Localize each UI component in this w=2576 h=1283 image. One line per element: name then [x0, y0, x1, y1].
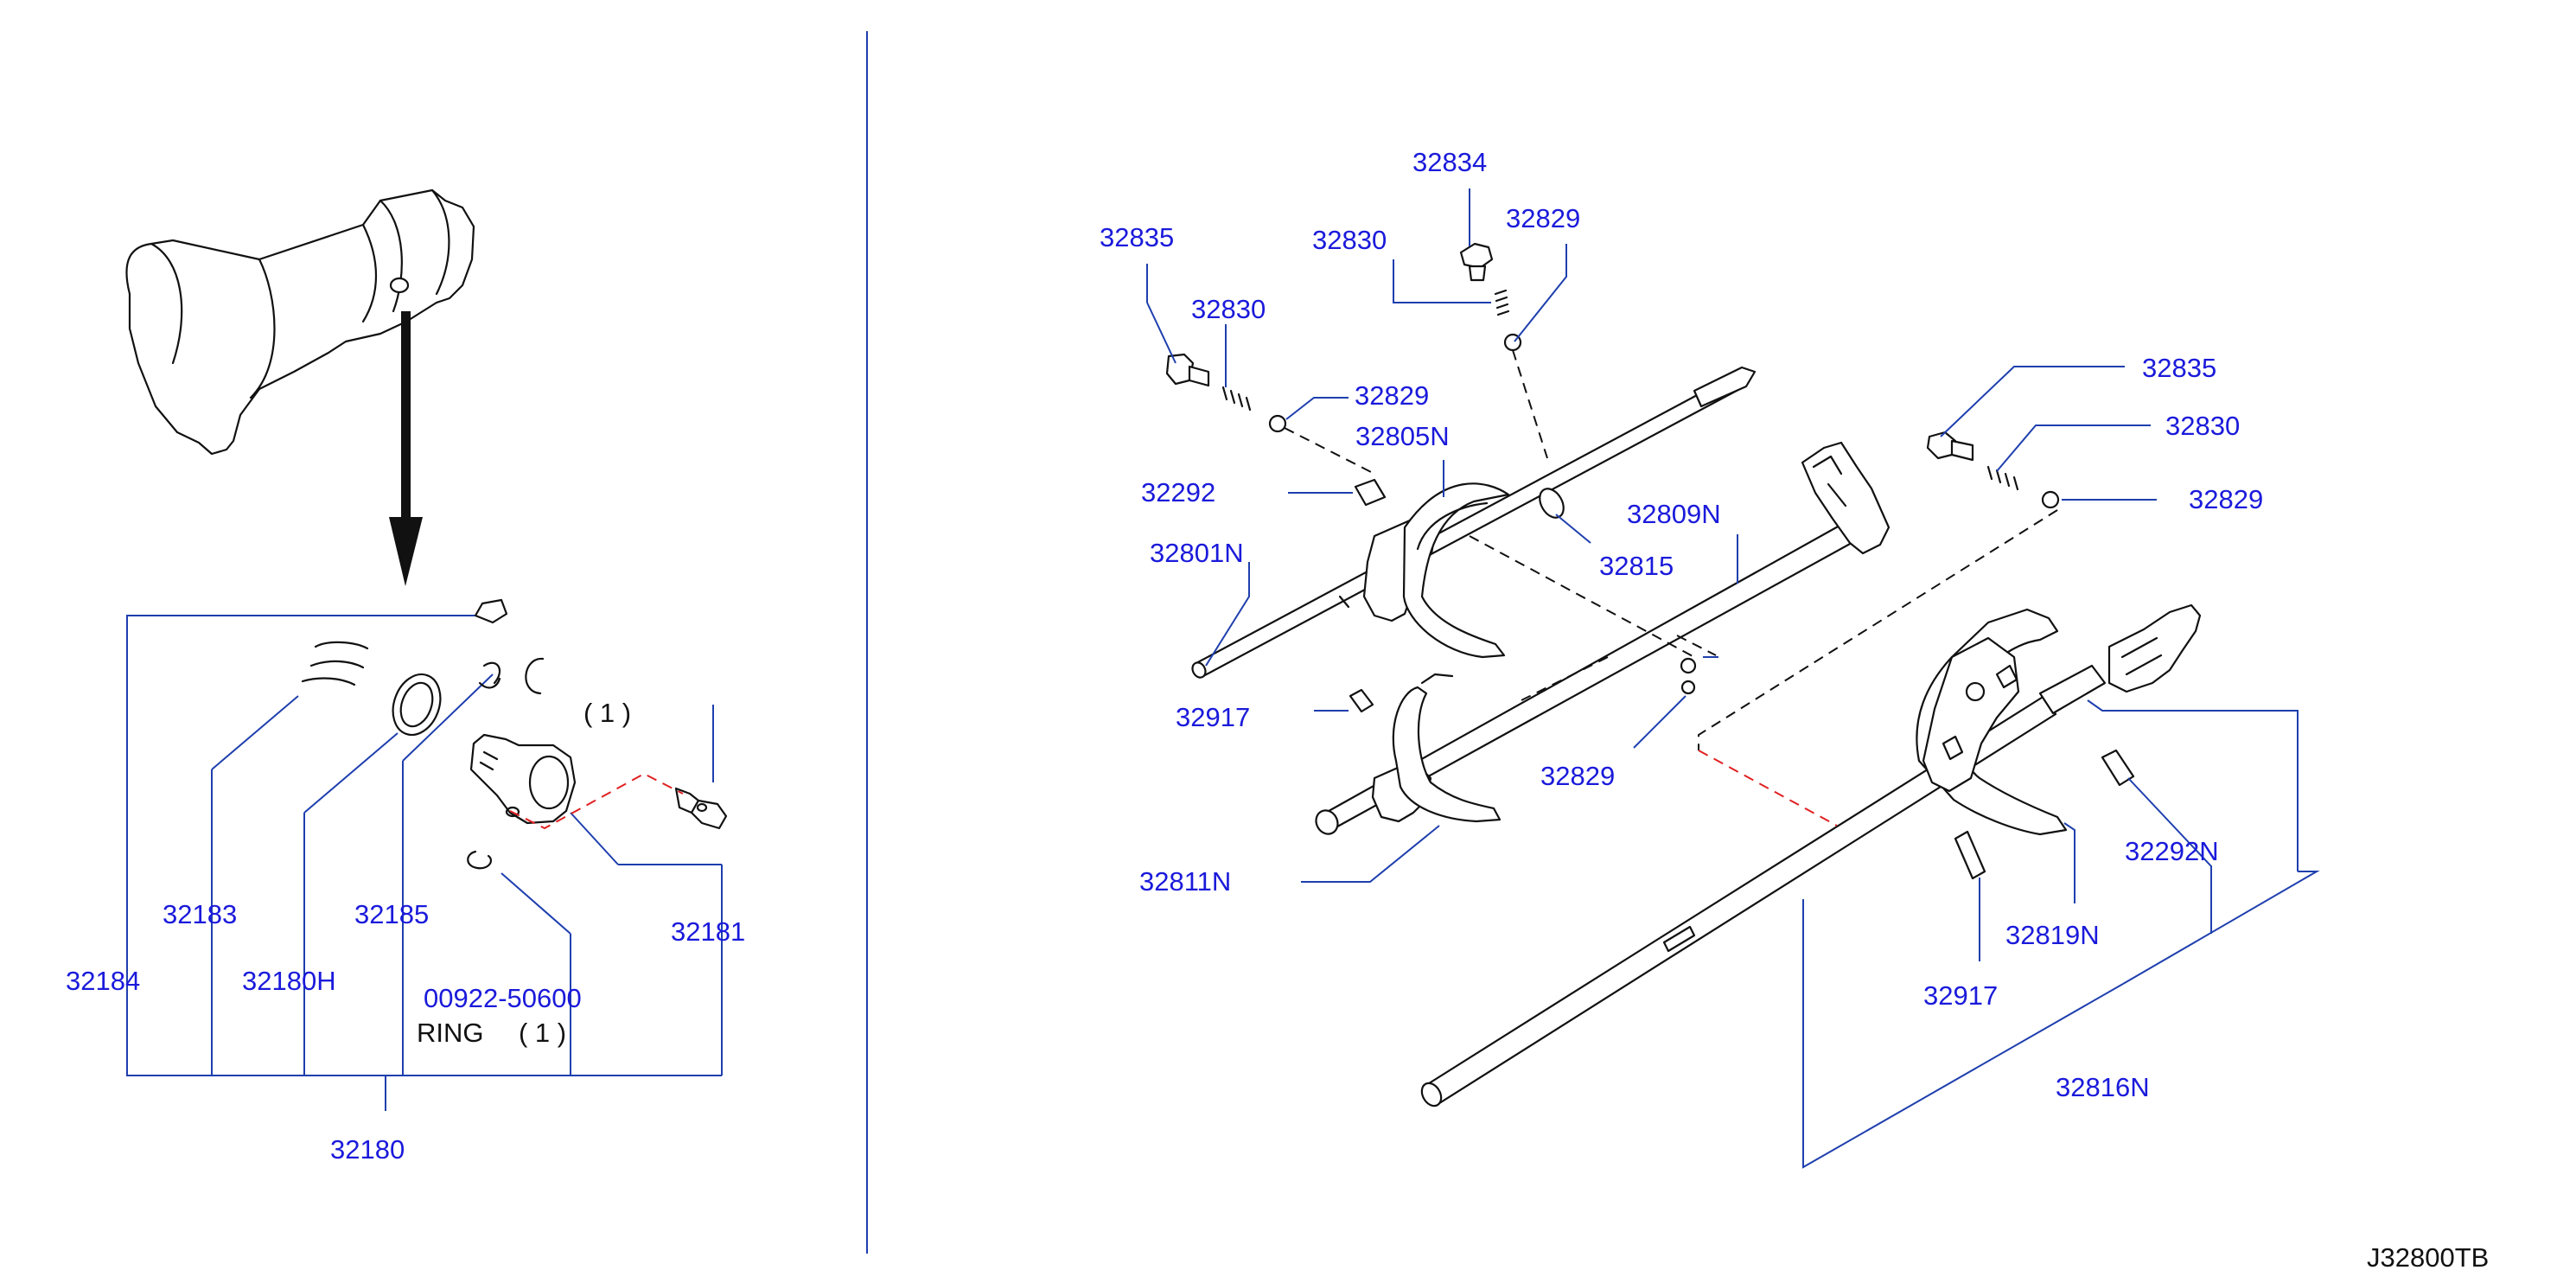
label-32829-left[interactable]: 32829 — [1355, 380, 1429, 411]
ball-32829-right — [2041, 490, 2060, 509]
label-32830-left[interactable]: 32830 — [1191, 294, 1266, 324]
label-32816n[interactable]: 32816N — [2056, 1072, 2150, 1102]
spring-32830-left — [1221, 386, 1252, 412]
spring-32830-top — [1494, 289, 1510, 316]
label-32829-top[interactable]: 32829 — [1506, 203, 1580, 233]
shaft-32809n — [1315, 441, 1891, 835]
label-32180[interactable]: 32180 — [330, 1134, 405, 1165]
alignment-dash-6 — [1676, 635, 1717, 656]
label-32829-center[interactable]: 32829 — [1540, 761, 1615, 791]
pin-32292n — [2101, 749, 2135, 787]
label-32829-right[interactable]: 32829 — [2189, 484, 2263, 514]
label-32185[interactable]: 32185 — [354, 899, 429, 929]
fork-32819n — [1916, 608, 2068, 836]
label-bolt-qty: ( 1 ) — [583, 698, 631, 728]
ball-32829-left — [1268, 414, 1287, 433]
snap-ring-00922 — [467, 850, 492, 870]
diagram-code: J32800TB — [2367, 1242, 2489, 1273]
label-32835-left[interactable]: 32835 — [1100, 222, 1174, 252]
pin-32917-right — [1954, 830, 1986, 880]
alignment-line-red-left — [509, 772, 684, 830]
bolt-small — [674, 787, 728, 830]
switch-32184-part — [474, 598, 508, 624]
fork-head-32816n — [2107, 603, 2202, 693]
bolt-32834 — [1459, 242, 1494, 282]
label-32835-right[interactable]: 32835 — [2142, 353, 2216, 383]
label-32181[interactable]: 32181 — [671, 916, 745, 947]
label-32830-top[interactable]: 32830 — [1312, 225, 1387, 255]
label-32180h[interactable]: 32180H — [242, 966, 336, 996]
down-arrow — [389, 311, 423, 586]
bracket-32184 — [126, 615, 722, 1076]
sleeve-32292 — [1354, 478, 1387, 507]
alignment-dash-2 — [1512, 349, 1548, 459]
shaft-32816n — [1420, 664, 2107, 1107]
label-32809n[interactable]: 32809N — [1627, 499, 1721, 529]
label-32811n[interactable]: 32811N — [1139, 866, 1231, 897]
fork-32805n — [1362, 482, 1510, 659]
label-32292[interactable]: 32292 — [1141, 477, 1215, 507]
shaft-32801n — [1191, 366, 1757, 679]
transmission-illustration — [125, 188, 475, 456]
label-00922-50600[interactable]: 00922-50600 — [424, 983, 582, 1013]
alignment-dash-3 — [1469, 535, 1695, 658]
bolt-32835-right — [1926, 431, 1974, 462]
alignment-dash-5 — [1698, 509, 2058, 750]
bolt-partial-icon — [525, 657, 545, 695]
label-32292n[interactable]: 32292N — [2125, 836, 2219, 866]
label-ring: RING — [417, 1018, 484, 1048]
label-32917-right[interactable]: 32917 — [1923, 980, 1998, 1011]
ball-32829-center — [1680, 657, 1697, 695]
alignment-line-red-right — [1698, 750, 1838, 827]
label-32917-left[interactable]: 32917 — [1176, 702, 1250, 732]
label-ring-qty: ( 1 ) — [519, 1018, 566, 1048]
spring-32830-right — [1986, 465, 2019, 491]
housing-32181 — [469, 733, 577, 825]
washer-32180h — [392, 673, 442, 737]
fork-32811n — [1371, 673, 1502, 823]
switch-32183-part — [301, 641, 369, 686]
label-32183[interactable]: 32183 — [163, 899, 237, 929]
bolt-32835-left — [1165, 353, 1210, 387]
label-32184[interactable]: 32184 — [66, 966, 140, 996]
label-32834[interactable]: 32834 — [1412, 147, 1487, 177]
callout-labels: 32835 32830 32834 32830 32829 32829 3280… — [66, 147, 2489, 1273]
oring-32185 — [478, 661, 501, 689]
label-32805n[interactable]: 32805N — [1355, 421, 1450, 451]
label-32815[interactable]: 32815 — [1599, 551, 1674, 581]
pin-32917-left — [1349, 688, 1374, 713]
label-32801n[interactable]: 32801N — [1150, 538, 1244, 568]
label-32819n[interactable]: 32819N — [2005, 920, 2100, 950]
label-32830-right[interactable]: 32830 — [2165, 411, 2240, 441]
